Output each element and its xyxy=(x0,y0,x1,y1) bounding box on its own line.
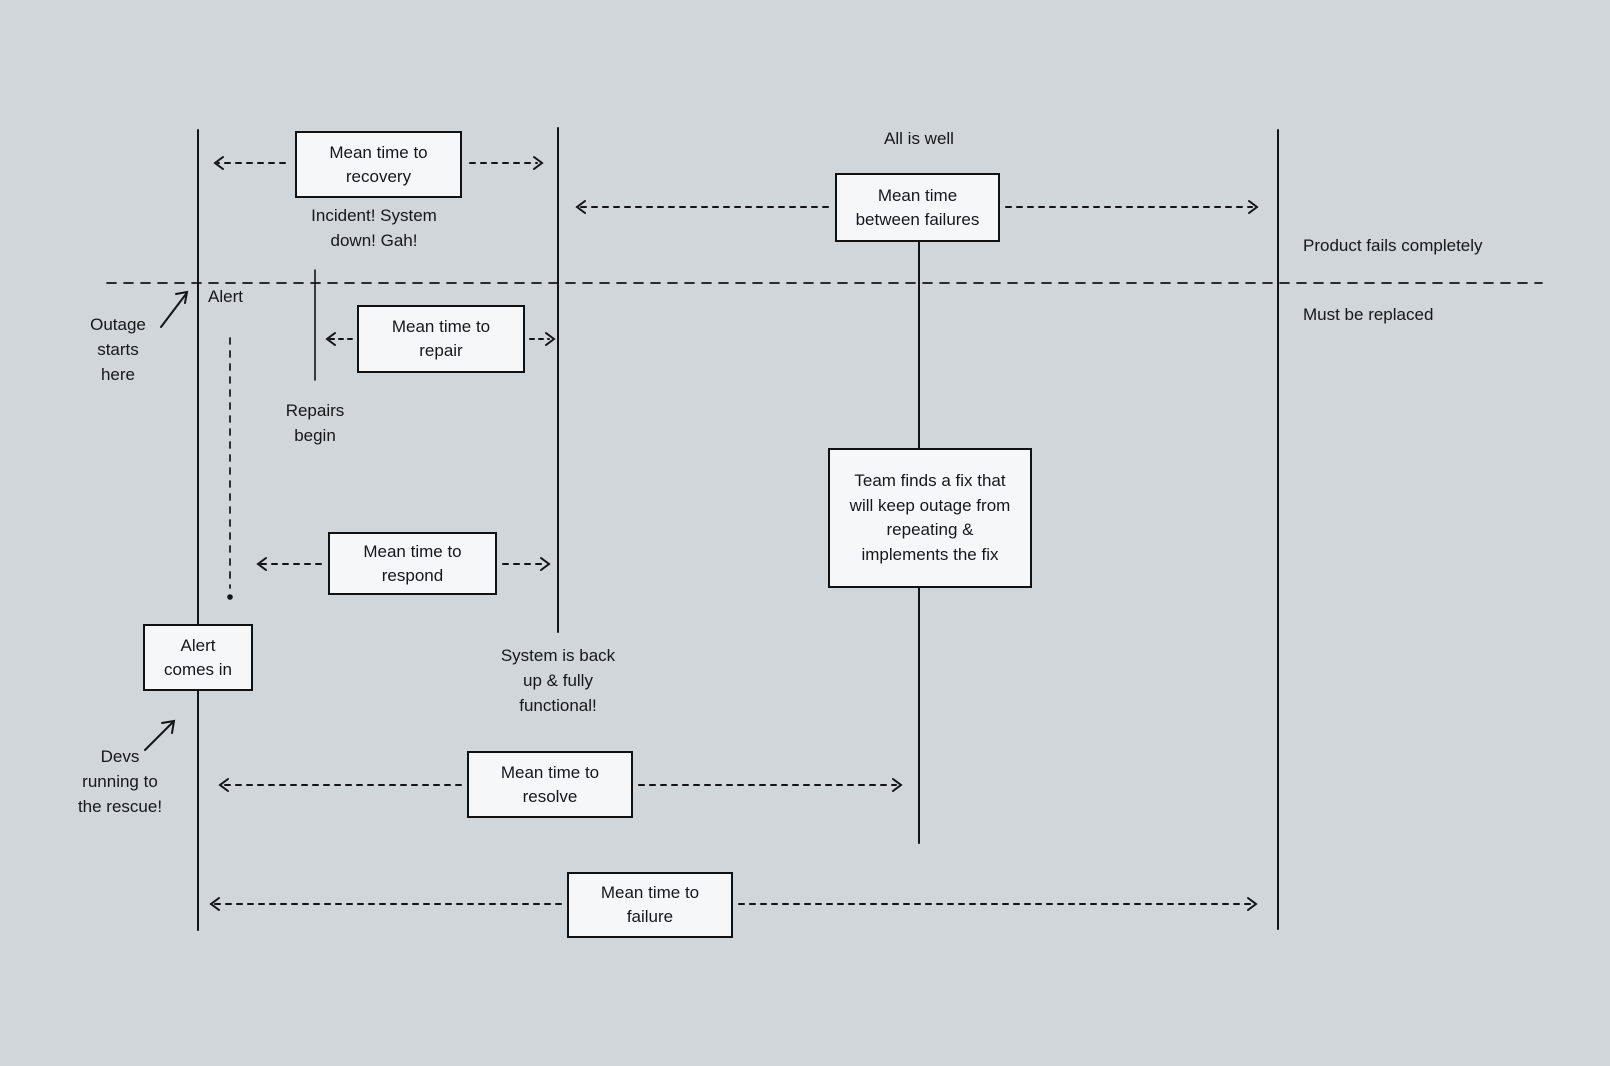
outage-pointer-arrow xyxy=(160,290,189,328)
incident-system-down-label: Incident! System down! Gah! xyxy=(311,206,437,250)
repairs-begin-label: Repairs begin xyxy=(285,401,345,445)
mtbf-right-arrow xyxy=(1005,200,1259,214)
mean-time-to-failure-box: Mean time to failure xyxy=(567,872,733,938)
mean-time-to-respond-box: Mean time to respond xyxy=(328,532,497,595)
mean-time-to-resolve-box: Mean time to resolve xyxy=(467,751,633,818)
outage-starts-here-label: Outage starts here xyxy=(90,315,146,384)
all-is-well-label: All is well xyxy=(884,129,954,148)
repair-right-arrow xyxy=(529,332,556,346)
mean-time-to-recovery-box: Mean time to recovery xyxy=(295,131,462,198)
resolve-left-arrow xyxy=(218,778,462,792)
system-back-up-label: System is back up & fully functional! xyxy=(500,646,616,715)
devs-running-label: Devs running to the rescue! xyxy=(77,747,163,816)
alert-line-end-dot xyxy=(227,594,233,600)
recovery-right-arrow xyxy=(469,156,544,170)
respond-right-arrow xyxy=(502,557,551,571)
mtbf-left-arrow xyxy=(575,200,829,214)
mean-time-to-repair-box: Mean time to repair xyxy=(357,305,525,373)
recovery-left-arrow xyxy=(213,156,286,170)
team-finds-fix-box: Team finds a fix that will keep outage f… xyxy=(828,448,1032,588)
respond-left-arrow xyxy=(256,557,322,571)
alert-label: Alert xyxy=(208,287,243,306)
alert-comes-in-box: Alert comes in xyxy=(143,624,253,691)
repair-left-arrow xyxy=(325,332,353,346)
failure-left-arrow xyxy=(209,897,562,911)
resolve-right-arrow xyxy=(638,778,903,792)
mean-time-between-failures-box: Mean time between failures xyxy=(835,173,1000,242)
failure-right-arrow xyxy=(738,897,1258,911)
must-be-replaced-label: Must be replaced xyxy=(1303,305,1434,324)
product-fails-label: Product fails completely xyxy=(1303,236,1483,255)
